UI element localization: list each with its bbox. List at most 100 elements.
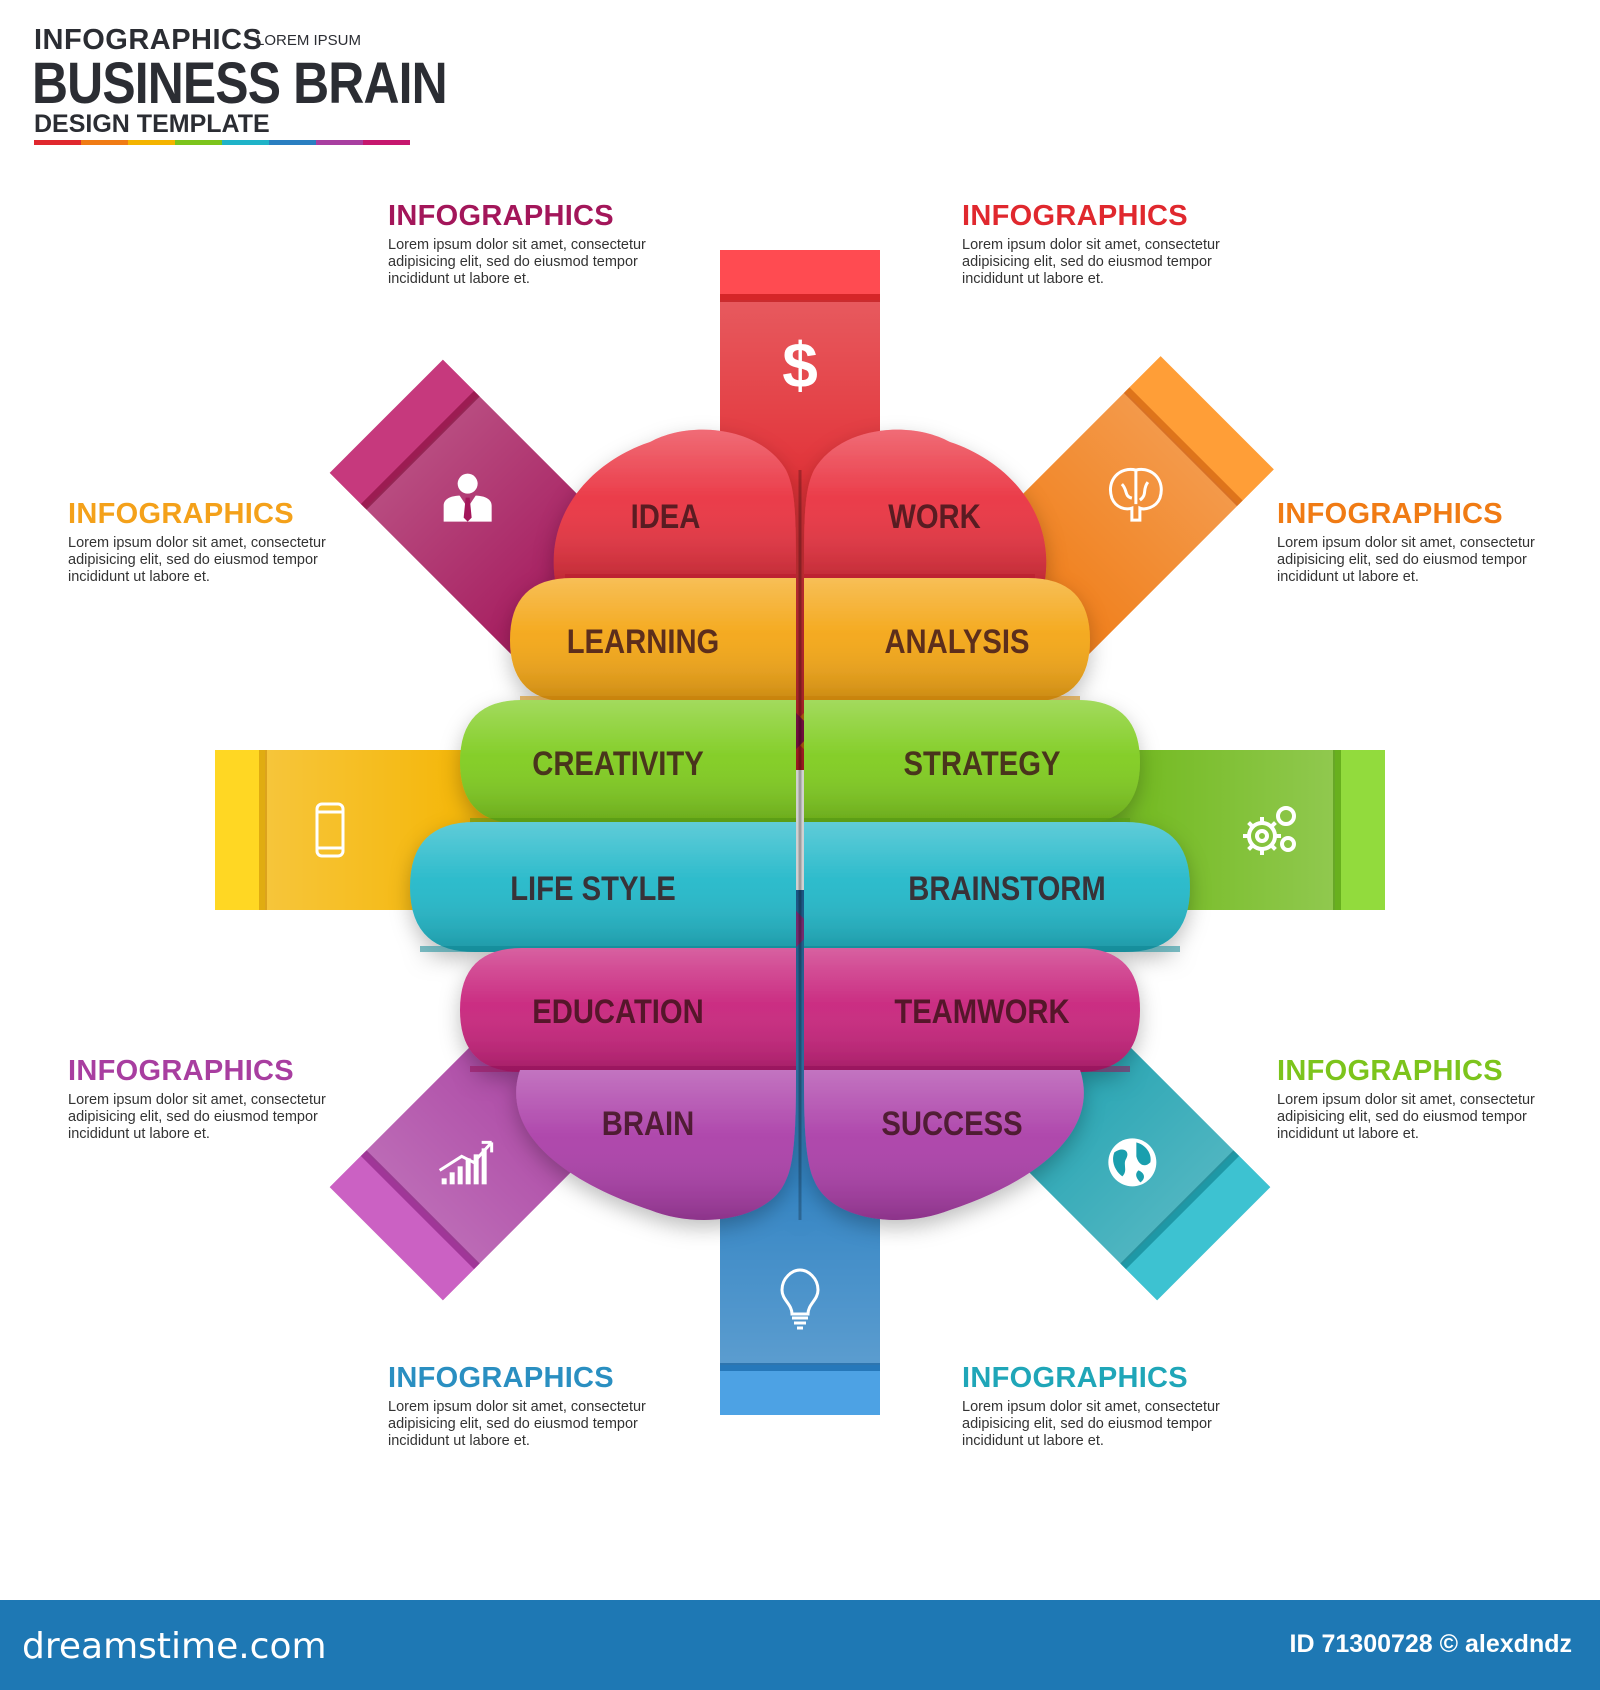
footer-bar: dreamstime.com ID 71300728 © alexdndz (0, 1600, 1600, 1690)
brain-bands: IDEA WORK LEARNING ANALYSIS CREATIVITY STRATE… (410, 429, 1190, 1220)
band-seam (804, 696, 1080, 702)
tab-icon-holder (1243, 806, 1296, 855)
band-gloss (804, 1070, 1084, 1220)
band-gloss (516, 1070, 796, 1220)
tab-fold (720, 250, 880, 300)
header-bar-segment (175, 140, 222, 145)
globe-icon (1108, 1138, 1157, 1187)
info-block-bottom-left: INFOGRAPHICS Lorem ipsum dolor sit amet,… (388, 1362, 678, 1450)
band-seam (470, 818, 796, 824)
tab-icon-holder (1108, 1138, 1157, 1187)
info-block-mid-right-lower: INFOGRAPHICS Lorem ipsum dolor sit amet,… (1277, 1055, 1567, 1143)
header-bar-segment (34, 140, 81, 145)
brain-label-right-0: WORK (888, 497, 981, 536)
info-block-mid-left-lower: INFOGRAPHICS Lorem ipsum dolor sit amet,… (68, 1055, 358, 1143)
tab-fold-shadow (360, 390, 480, 510)
brain-band-left-2: CREATIVITY (460, 700, 796, 824)
brain-label-left-1: LEARNING (567, 622, 720, 661)
brain-band-left-1: LEARNING (510, 578, 796, 702)
band-gloss (553, 429, 796, 580)
header-bar-segment (81, 140, 128, 145)
brain-diagram: $ IDEA WORK LEARNING ANALYSIS CREATIVITY STRA… (215, 250, 1385, 1415)
brain-band-right-1: ANALYSIS (804, 578, 1090, 702)
band-gloss (410, 822, 796, 952)
brain-label-right-4: TEAMWORK (894, 992, 1069, 1031)
brain-layer: IDEA WORK LEARNING ANALYSIS CREATIVITY STRATE… (410, 429, 1190, 1220)
band-gloss (460, 700, 796, 824)
band-gloss (804, 948, 1140, 1072)
header-lorem: LOREM IPSUM (256, 32, 362, 49)
info-block-bottom-right: INFOGRAPHICS Lorem ipsum dolor sit amet,… (962, 1362, 1252, 1450)
info-title: INFOGRAPHICS (68, 498, 294, 530)
tab-icon-holder (1109, 467, 1163, 522)
page-subtitle: DESIGN TEMPLATE (34, 110, 270, 138)
tab-fold-shadow (1120, 1150, 1240, 1270)
brain-band-right-5: SUCCESS (804, 1070, 1084, 1220)
header-bar-segment (222, 140, 269, 145)
tab-fold (1125, 356, 1274, 505)
brain-label-right-1: ANALYSIS (884, 622, 1029, 661)
band-gloss (804, 822, 1190, 952)
band-seam (804, 1066, 1130, 1072)
brain-label-left-0: IDEA (631, 497, 701, 536)
header-bar-segment (269, 140, 316, 145)
info-title: INFOGRAPHICS (68, 1055, 294, 1087)
info-block-top-left: INFOGRAPHICS Lorem ipsum dolor sit amet,… (388, 200, 678, 288)
tab-icon-holder (438, 1140, 494, 1185)
tab-icon-holder (315, 802, 345, 858)
brain-band-left-4: EDUCATION (460, 948, 796, 1072)
page-title: BUSINESS BRAIN (32, 51, 448, 116)
brain-label-right-3: BRAINSTORM (908, 869, 1106, 908)
tab-icon-holder (443, 473, 492, 522)
tab-icon-holder: $ (782, 329, 818, 401)
tab-fold-shadow (1123, 387, 1243, 507)
info-block-mid-right-upper: INFOGRAPHICS Lorem ipsum dolor sit amet,… (1277, 498, 1567, 586)
businessman-icon (443, 473, 492, 522)
band-gloss (804, 700, 1140, 824)
brain-band-left-3: LIFE STYLE (410, 822, 796, 952)
footer-brand[interactable]: dreamstime.com (22, 1626, 327, 1667)
brain-band-right-3: BRAINSTORM (804, 822, 1190, 952)
smartphone-icon (315, 802, 345, 858)
brain-band-left-5: BRAIN (516, 1070, 796, 1220)
tab-fold (1121, 1151, 1271, 1301)
band-seam (470, 1066, 796, 1072)
band-gloss (804, 429, 1047, 580)
info-block-top-right: INFOGRAPHICS Lorem ipsum dolor sit amet,… (962, 200, 1252, 288)
brain-band-left-0: IDEA (553, 429, 796, 580)
band-seam (804, 818, 1130, 824)
growth-chart-icon (438, 1140, 494, 1185)
band-gloss (804, 578, 1090, 702)
band-gloss (510, 578, 796, 702)
brain-band-right-2: STRATEGY (804, 700, 1140, 824)
brain-label-right-2: STRATEGY (904, 744, 1061, 783)
header-bar-segment (363, 140, 410, 145)
tab-fold-shadow (259, 750, 267, 910)
tab-icon-holder (780, 1268, 820, 1330)
brain-icon (1109, 467, 1163, 522)
header-color-bar (34, 140, 410, 145)
header-bar-segment (128, 140, 175, 145)
info-title: INFOGRAPHICS (962, 200, 1188, 232)
tab-fold (329, 1151, 479, 1301)
info-title: INFOGRAPHICS (962, 1362, 1188, 1394)
brain-label-left-4: EDUCATION (532, 992, 704, 1031)
dollar-icon: $ (782, 329, 818, 401)
info-title: INFOGRAPHICS (1277, 498, 1503, 530)
tab-fold-shadow (360, 1150, 480, 1270)
tab-fold (720, 1365, 880, 1415)
tab-fold (215, 750, 265, 910)
header-kicker: INFOGRAPHICS (34, 24, 263, 56)
brain-band-right-4: TEAMWORK (804, 948, 1140, 1072)
tab-fold-shadow (720, 294, 880, 302)
brain-band-right-0: WORK (804, 429, 1047, 580)
footer-image-id: ID 71300728 © alexdndz (1289, 1630, 1572, 1658)
